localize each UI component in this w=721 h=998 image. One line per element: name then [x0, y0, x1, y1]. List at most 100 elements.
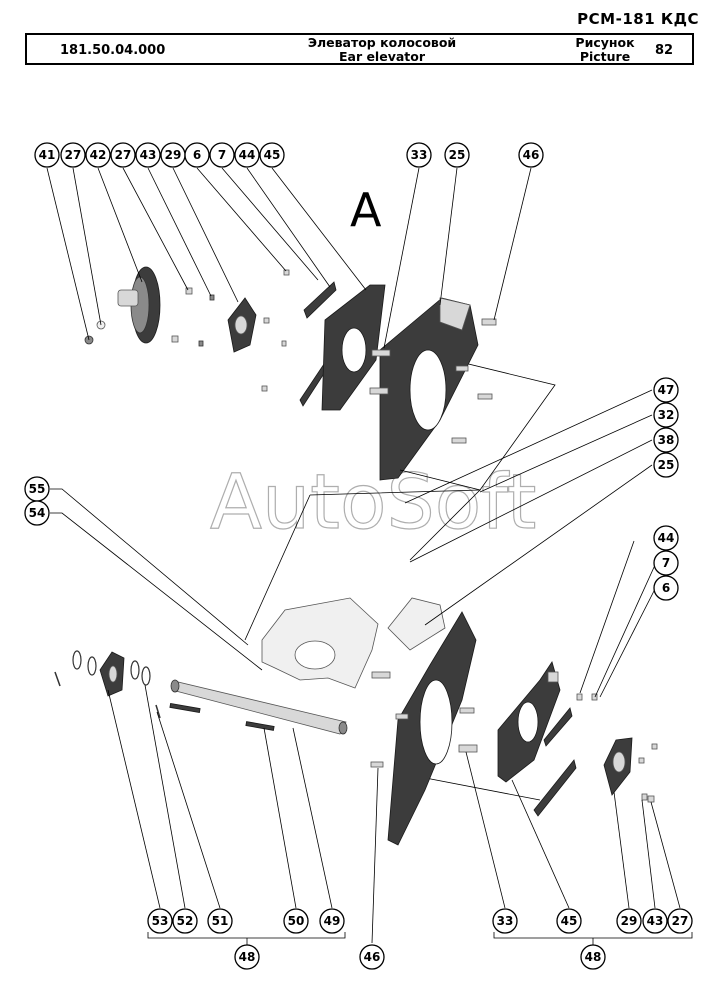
callout-43: 43: [642, 908, 668, 934]
assembly-name: Элеватор колосовой Ear elevator: [282, 36, 482, 64]
upper-frame-line: [309, 344, 556, 496]
leader-lines: [46, 167, 693, 945]
callout-45: 45: [556, 908, 582, 934]
assembly-name-en: Ear elevator: [338, 49, 426, 64]
callout-48: 48: [580, 944, 606, 970]
callout-29: 29: [616, 908, 642, 934]
lower-assembly: [54, 469, 658, 846]
callout-55: 55: [24, 476, 50, 502]
callout-27: 27: [110, 142, 136, 168]
title-block: 181.50.04.000 Элеватор колосовой Ear ele…: [25, 33, 694, 65]
shaft-part: [170, 679, 348, 735]
drawing-code: 181.50.04.000: [60, 43, 166, 58]
lower-frame-line: [244, 494, 311, 641]
callout-41: 41: [34, 142, 60, 168]
upper-assembly: [84, 266, 556, 496]
bearing-part: [603, 737, 633, 796]
callout-50: 50: [283, 908, 309, 934]
svg-text:43: 43: [647, 914, 664, 928]
callout-47: 47: [653, 377, 679, 403]
svg-text:53: 53: [152, 914, 169, 928]
svg-text:29: 29: [621, 914, 638, 928]
sprocket-part: [117, 266, 161, 344]
svg-text:50: 50: [288, 914, 305, 928]
bearing-part: [227, 297, 257, 353]
callout-29: 29: [160, 142, 186, 168]
svg-text:55: 55: [29, 482, 46, 496]
callout-51: 51: [207, 908, 233, 934]
svg-text:46: 46: [523, 148, 540, 162]
gasket-part: [303, 281, 337, 319]
callout-52: 52: [172, 908, 198, 934]
svg-text:46: 46: [364, 950, 381, 964]
callout-7: 7: [653, 550, 679, 576]
svg-text:33: 33: [411, 148, 428, 162]
key-part: [169, 702, 201, 714]
callout-54: 54: [24, 500, 50, 526]
model-label: РСМ-181 КДС: [577, 10, 699, 28]
callout-33: 33: [492, 908, 518, 934]
svg-text:6: 6: [193, 148, 201, 162]
svg-text:48: 48: [239, 950, 256, 964]
svg-text:51: 51: [212, 914, 229, 928]
svg-text:27: 27: [65, 148, 82, 162]
lower-frame-line: [399, 469, 481, 561]
callout-33: 33: [406, 142, 432, 168]
callout-42: 42: [85, 142, 111, 168]
svg-text:6: 6: [662, 581, 670, 595]
svg-text:38: 38: [658, 433, 675, 447]
picture-label-en: Picture: [579, 49, 631, 64]
callout-45: 45: [259, 142, 285, 168]
callout-38: 38: [653, 427, 679, 453]
svg-text:49: 49: [324, 914, 341, 928]
svg-text:27: 27: [672, 914, 689, 928]
svg-text:25: 25: [658, 458, 675, 472]
bolt-part: [369, 318, 497, 444]
svg-text:47: 47: [658, 383, 675, 397]
svg-text:45: 45: [561, 914, 578, 928]
callout-7: 7: [209, 142, 235, 168]
callout-25: 25: [653, 452, 679, 478]
svg-text:32: 32: [658, 408, 675, 422]
svg-text:43: 43: [140, 148, 157, 162]
callout-32: 32: [653, 402, 679, 428]
callout-6: 6: [184, 142, 210, 168]
svg-text:54: 54: [29, 506, 46, 520]
watermark: AutoSoft: [210, 457, 536, 546]
gasket-part: [533, 759, 577, 817]
svg-text:7: 7: [662, 556, 670, 570]
svg-text:44: 44: [239, 148, 256, 162]
svg-text:33: 33: [497, 914, 514, 928]
callout-48: 48: [234, 944, 260, 970]
svg-text:44: 44: [658, 531, 675, 545]
bolt-part: [371, 671, 391, 679]
svg-text:27: 27: [115, 148, 132, 162]
picture-label: Рисунок Picture: [570, 36, 640, 64]
svg-text:29: 29: [165, 148, 182, 162]
picture-number: 82: [655, 43, 674, 58]
svg-text:41: 41: [39, 148, 56, 162]
callout-53: 53: [147, 908, 173, 934]
callout-27: 27: [667, 908, 693, 934]
sprocket-hub-part: [99, 651, 125, 697]
svg-text:25: 25: [449, 148, 466, 162]
svg-text:7: 7: [218, 148, 226, 162]
bracket-part: [387, 597, 446, 651]
callout-46: 46: [359, 944, 385, 970]
key-part: [245, 721, 275, 731]
callout-6: 6: [653, 575, 679, 601]
callout-44: 44: [653, 525, 679, 551]
callout-27: 27: [60, 142, 86, 168]
callout-25: 25: [444, 142, 470, 168]
picture-label-ru: Рисунок: [575, 35, 635, 50]
callout-46: 46: [518, 142, 544, 168]
svg-text:52: 52: [177, 914, 194, 928]
gasket-part: [543, 707, 573, 747]
svg-text:45: 45: [264, 148, 281, 162]
svg-text:48: 48: [585, 950, 602, 964]
svg-text:42: 42: [90, 148, 107, 162]
callout-49: 49: [319, 908, 345, 934]
assembly-name-ru: Элеватор колосовой: [307, 35, 457, 50]
view-letter: A: [350, 183, 382, 237]
